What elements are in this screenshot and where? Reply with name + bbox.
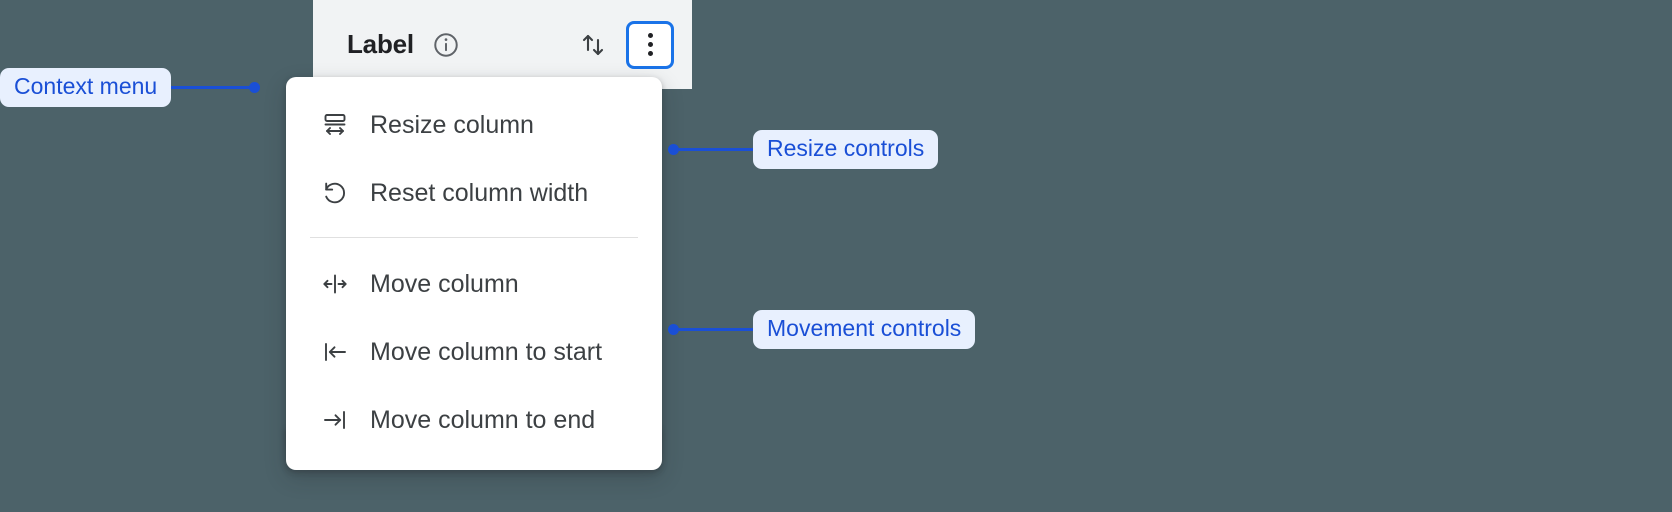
- sort-updown-icon[interactable]: [576, 28, 610, 62]
- annotation-anchor-dot: [668, 144, 679, 155]
- menu-item-resize-column[interactable]: Resize column: [286, 91, 662, 159]
- column-overflow-menu-button[interactable]: [626, 20, 674, 69]
- column-header-label: Label: [347, 29, 414, 59]
- annotation-anchor-dot: [249, 82, 261, 93]
- menu-item-label: Move column: [370, 269, 519, 298]
- annotation-leader-line: [679, 148, 753, 151]
- menu-item-label: Reset column width: [370, 178, 589, 207]
- menu-item-label: Resize column: [370, 110, 534, 139]
- reset-counterclockwise-icon: [320, 178, 350, 208]
- annotation-label: Context menu: [0, 68, 172, 107]
- annotation-leader-line: [679, 328, 753, 331]
- annotation-label: Resize controls: [753, 130, 939, 169]
- annotation-anchor-dot: [668, 324, 679, 335]
- menu-item-label: Move column to start: [370, 337, 603, 366]
- annotation-movement-controls: Movement controls: [668, 310, 976, 349]
- annotation-resize-controls: Resize controls: [668, 130, 939, 169]
- three-dots-vertical-icon: [647, 33, 653, 38]
- menu-item-move-column-to-end[interactable]: Move column to end: [286, 386, 662, 454]
- resize-column-width-icon: [320, 110, 350, 140]
- column-context-menu: Resize column Reset column width Move co…: [286, 77, 662, 470]
- annotation-leader-line: [171, 86, 250, 89]
- info-circle-icon[interactable]: [432, 31, 460, 59]
- move-to-end-icon: [320, 405, 350, 435]
- menu-item-move-column[interactable]: Move column: [286, 250, 662, 318]
- kebab-dot: [647, 42, 653, 47]
- menu-divider: [310, 237, 638, 238]
- move-column-left-right-icon: [320, 269, 350, 299]
- menu-item-move-column-to-start[interactable]: Move column to start: [286, 318, 662, 386]
- menu-item-reset-column-width[interactable]: Reset column width: [286, 159, 662, 227]
- annotation-context-menu: Context menu: [0, 68, 261, 107]
- column-header-card: Label: [313, 0, 692, 89]
- kebab-dot: [647, 51, 653, 56]
- menu-item-label: Move column to end: [370, 405, 596, 434]
- move-to-start-icon: [320, 337, 350, 367]
- annotation-label: Movement controls: [753, 310, 976, 349]
